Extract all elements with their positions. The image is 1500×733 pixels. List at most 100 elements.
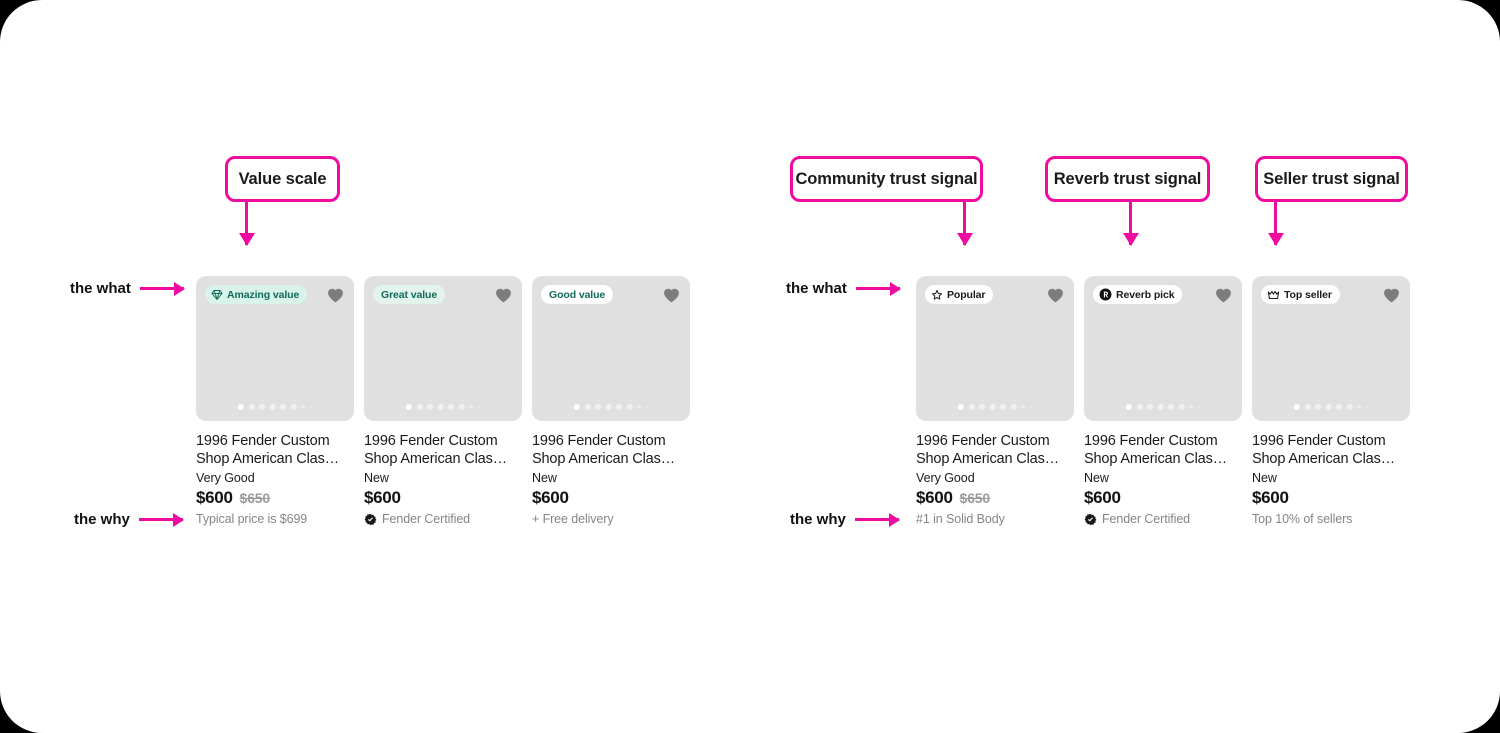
image-carousel-dots[interactable]	[573, 404, 649, 410]
the-what-label-right: the what	[786, 280, 900, 297]
product-image-placeholder[interactable]: Great value	[364, 276, 522, 421]
product-condition: Very Good	[916, 471, 975, 485]
product-card-body: 1996 Fender Custom Shop American Clas… V…	[916, 421, 1074, 526]
product-title[interactable]: 1996 Fender Custom Shop American Clas…	[364, 433, 508, 467]
star-outline-icon	[931, 289, 943, 301]
callout-label: Seller trust signal	[1263, 169, 1400, 188]
image-carousel-dots[interactable]	[1293, 404, 1369, 410]
product-subtext: Fender Certified	[382, 512, 471, 526]
product-card-body: 1996 Fender Custom Shop American Clas… N…	[1252, 421, 1410, 526]
product-subtext-row: Typical price is $699	[196, 512, 354, 526]
callout-arrow-seller-trust-signal	[1267, 202, 1284, 246]
badge-good-value: Good value	[541, 285, 614, 304]
callout-arrow-community-trust-signal	[956, 202, 973, 246]
product-title[interactable]: 1996 Fender Custom Shop American Clas…	[1084, 433, 1228, 467]
callout-label: Reverb trust signal	[1053, 169, 1202, 188]
badge-amazing-value: Amazing value	[205, 285, 308, 304]
reverb-logo-icon	[1099, 288, 1112, 301]
product-price-row: $600	[532, 488, 690, 508]
product-title[interactable]: 1996 Fender Custom Shop American Clas…	[532, 433, 676, 467]
badge-label: Reverb pick	[1116, 288, 1175, 301]
heart-icon[interactable]	[1213, 284, 1234, 305]
product-title[interactable]: 1996 Fender Custom Shop American Clas…	[1252, 433, 1396, 467]
heart-icon[interactable]	[493, 284, 514, 305]
product-title[interactable]: 1996 Fender Custom Shop American Clas…	[196, 433, 340, 467]
image-carousel-dots[interactable]	[957, 404, 1033, 410]
arrow-right-icon	[139, 287, 184, 290]
product-condition: Very Good	[196, 471, 255, 485]
badge-label: Great value	[381, 288, 438, 301]
badge-great-value: Great value	[373, 285, 446, 304]
row-label-text: the what	[70, 280, 131, 297]
product-price: $600	[1252, 488, 1289, 507]
product-card-body: 1996 Fender Custom Shop American Clas… N…	[532, 421, 690, 526]
product-image-placeholder[interactable]: Reverb pick	[1084, 276, 1242, 421]
product-price: $600	[532, 488, 569, 507]
product-image-placeholder[interactable]: Amazing value	[196, 276, 354, 421]
product-price-row: $600	[1084, 488, 1242, 508]
product-card-body: 1996 Fender Custom Shop American Clas… V…	[196, 421, 354, 526]
the-why-label-left: the why	[74, 511, 183, 528]
product-image-placeholder[interactable]: Popular	[916, 276, 1074, 421]
product-price-row: $600 $650	[196, 488, 354, 508]
product-compare-price: $650	[239, 490, 271, 506]
product-subtext-row: + Free delivery	[532, 512, 690, 526]
product-title[interactable]: 1996 Fender Custom Shop American Clas…	[916, 433, 1060, 467]
badge-label: Top seller	[1284, 288, 1332, 301]
product-subtext-row: #1 in Solid Body	[916, 512, 1074, 526]
product-condition: New	[364, 471, 389, 485]
product-subtext: Fender Certified	[1102, 512, 1191, 526]
callout-reverb-trust-signal: Reverb trust signal	[1045, 156, 1210, 202]
product-card-popular[interactable]: Popular 1996 Fender Custom Shop American…	[916, 276, 1074, 526]
arrow-right-icon	[855, 287, 900, 290]
product-subtext-row: Top 10% of sellers	[1252, 512, 1410, 526]
row-label-text: the what	[786, 280, 847, 297]
badge-reverb-pick: Reverb pick	[1093, 285, 1183, 304]
product-card-body: 1996 Fender Custom Shop American Clas… N…	[1084, 421, 1242, 526]
heart-icon[interactable]	[1381, 284, 1402, 305]
product-price: $600	[196, 488, 233, 507]
product-card-amazing-value[interactable]: Amazing value 1996 Fender Custom Shop Am…	[196, 276, 354, 526]
product-condition: New	[532, 471, 557, 485]
product-price-row: $600 $650	[916, 488, 1074, 508]
image-carousel-dots[interactable]	[237, 404, 313, 410]
heart-icon[interactable]	[1045, 284, 1066, 305]
product-card-great-value[interactable]: Great value 1996 Fender Custom Shop Amer…	[364, 276, 522, 526]
the-why-label-right: the why	[790, 511, 899, 528]
heart-icon[interactable]	[661, 284, 682, 305]
the-what-label-left: the what	[70, 280, 184, 297]
heart-icon[interactable]	[325, 284, 346, 305]
badge-top-seller: Top seller	[1261, 285, 1340, 304]
badge-label: Popular	[947, 288, 986, 301]
crown-icon	[1267, 289, 1280, 301]
callout-community-trust-signal: Community trust signal	[790, 156, 983, 202]
product-subtext-row: Fender Certified	[1084, 512, 1242, 526]
verified-check-icon	[1084, 513, 1097, 526]
image-carousel-dots[interactable]	[1125, 404, 1201, 410]
callout-arrow-reverb-trust-signal	[1122, 202, 1139, 246]
product-price-row: $600	[1252, 488, 1410, 508]
callout-arrow-value-scale	[238, 202, 255, 246]
callout-value-scale: Value scale	[225, 156, 340, 202]
callout-label: Community trust signal	[795, 169, 978, 188]
verified-check-icon	[364, 513, 377, 526]
image-carousel-dots[interactable]	[405, 404, 481, 410]
product-card-good-value[interactable]: Good value 1996 Fender Custom Shop Ameri…	[532, 276, 690, 526]
callout-seller-trust-signal: Seller trust signal	[1255, 156, 1408, 202]
product-subtext: Typical price is $699	[196, 512, 308, 526]
arrow-right-icon	[854, 518, 899, 521]
row-label-text: the why	[790, 511, 846, 528]
product-image-placeholder[interactable]: Top seller	[1252, 276, 1410, 421]
product-compare-price: $650	[959, 490, 991, 506]
product-image-placeholder[interactable]: Good value	[532, 276, 690, 421]
product-card-top-seller[interactable]: Top seller 1996 Fender Custom Shop Ameri…	[1252, 276, 1410, 526]
gem-icon	[211, 289, 223, 301]
product-subtext: Top 10% of sellers	[1252, 512, 1353, 526]
product-card-body: 1996 Fender Custom Shop American Clas… N…	[364, 421, 522, 526]
row-label-text: the why	[74, 511, 130, 528]
product-subtext-row: Fender Certified	[364, 512, 522, 526]
product-condition: New	[1252, 471, 1277, 485]
product-card-reverb-pick[interactable]: Reverb pick 1996 Fender Custom Shop Amer…	[1084, 276, 1242, 526]
product-subtext: + Free delivery	[532, 512, 614, 526]
